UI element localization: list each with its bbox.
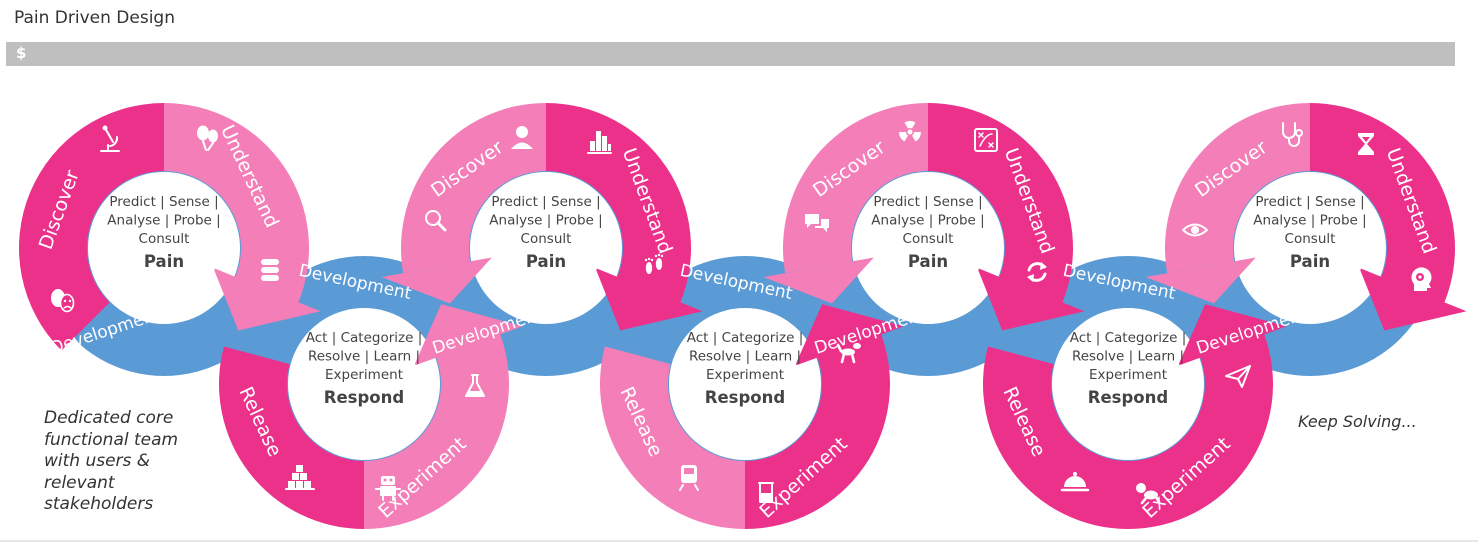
pain-title: Pain	[526, 252, 566, 271]
respond-title: Respond	[1088, 388, 1168, 407]
keep-solving-note: Keep Solving...	[1298, 412, 1417, 431]
pain-line-3: Consult	[521, 231, 572, 247]
microscope-icon	[100, 125, 120, 152]
beaker-icon	[758, 482, 774, 503]
pain-line-2: Analyse | Probe |	[871, 213, 984, 229]
release-segment	[983, 346, 1128, 529]
robot-icon	[375, 476, 401, 501]
team-note: Dedicated core functional team with user…	[44, 408, 179, 514]
discover-segment	[1165, 103, 1310, 274]
respond-cycle-2	[600, 304, 904, 530]
page-title: Pain Driven Design	[14, 8, 176, 28]
respond-center	[1073, 329, 1183, 439]
pain-center-text: Predict | Sense | Analyse | Probe | Consul…	[107, 194, 220, 271]
magnifier-icon	[425, 210, 447, 232]
pain-line-1: Predict | Sense |	[873, 194, 982, 210]
pain-line-2: Analyse | Probe |	[489, 213, 602, 229]
discover-arrowhead	[1145, 257, 1256, 304]
pain-center	[109, 193, 219, 303]
pain-cycle-2	[381, 103, 703, 331]
release-segment	[219, 346, 364, 529]
understand-segment	[164, 103, 321, 331]
respond-center-text: Act | Categorize | Resolve | Learn | Exper…	[306, 330, 423, 407]
discover-segment	[401, 103, 546, 274]
respond-center-text: Act | Categorize | Resolve | Learn | Exper…	[687, 330, 804, 407]
database-icon	[261, 259, 279, 281]
brain-head-icon	[1411, 267, 1432, 291]
pain-cycle-1	[18, 102, 321, 351]
pain-center-text: Predict | Sense | Analyse | Probe | Consul…	[871, 194, 984, 271]
refresh-icon	[1027, 262, 1047, 282]
pain-center	[873, 193, 983, 303]
discover-segment	[18, 102, 164, 351]
dollar-symbol: $	[16, 44, 27, 62]
respond-line-1: Act | Categorize |	[306, 330, 423, 346]
pain-center	[491, 193, 601, 303]
respond-line-3: Experiment	[706, 367, 784, 383]
respond-line-3: Experiment	[325, 367, 403, 383]
pain-title: Pain	[1290, 252, 1330, 271]
pain-line-3: Consult	[139, 231, 190, 247]
discover-arrowhead	[381, 257, 492, 304]
respond-title: Respond	[324, 388, 404, 407]
eye-icon	[1182, 223, 1208, 237]
balloons-icon	[197, 125, 218, 151]
respond-center	[309, 329, 419, 439]
understand-segment	[546, 103, 703, 331]
pain-line-1: Predict | Sense |	[1255, 194, 1364, 210]
pain-line-2: Analyse | Probe |	[1253, 213, 1366, 229]
pain-line-3: Consult	[903, 231, 954, 247]
radiation-icon	[899, 121, 921, 142]
discover-arrowhead	[763, 257, 874, 304]
bar-chart-icon	[587, 131, 612, 154]
pain-line-1: Predict | Sense |	[491, 194, 600, 210]
cloche-icon	[1060, 472, 1090, 492]
experiment-segment	[364, 304, 523, 530]
respond-line-2: Resolve | Learn |	[689, 349, 801, 365]
pain-line-1: Predict | Sense |	[109, 194, 218, 210]
respond-line-2: Resolve | Learn |	[1072, 349, 1184, 365]
theater-masks-icon	[51, 289, 75, 313]
footprints-icon	[644, 253, 664, 274]
pain-line-3: Consult	[1285, 231, 1336, 247]
blocks-icon	[285, 465, 315, 490]
pain-title: Pain	[908, 252, 948, 271]
balloon-dog-icon	[836, 343, 861, 364]
chat-bubbles-icon	[805, 214, 829, 232]
pain-line-2: Analyse | Probe |	[107, 213, 220, 229]
respond-title: Respond	[705, 388, 785, 407]
respond-center-text: Act | Categorize | Resolve | Learn | Exper…	[1070, 330, 1187, 407]
discover-segment	[782, 103, 928, 274]
experiment-segment	[1128, 304, 1287, 530]
paper-plane-icon	[1225, 365, 1251, 388]
train-icon	[679, 465, 699, 491]
pain-center-text: Predict | Sense | Analyse | Probe | Consul…	[1253, 194, 1366, 271]
release-segment	[600, 346, 745, 529]
bottom-divider	[0, 540, 1478, 542]
respond-line-1: Act | Categorize |	[687, 330, 804, 346]
person-icon	[511, 126, 533, 149]
stethoscope-icon	[1282, 122, 1303, 147]
respond-line-2: Resolve | Learn |	[308, 349, 420, 365]
game-plan-icon	[974, 128, 998, 152]
respond-cycle-3	[983, 304, 1287, 530]
flask-icon	[465, 374, 485, 397]
hourglass-icon	[1358, 133, 1374, 155]
respond-line-3: Experiment	[1089, 367, 1167, 383]
pain-center	[1255, 193, 1365, 303]
progress-banner: $	[6, 42, 1455, 66]
experiment-segment	[745, 304, 904, 530]
respond-center	[690, 329, 800, 439]
respond-line-1: Act | Categorize |	[1070, 330, 1187, 346]
pain-center-text: Predict | Sense | Analyse | Probe | Consul…	[489, 194, 602, 271]
baby-icon	[1136, 483, 1161, 505]
respond-cycle-1	[219, 304, 523, 530]
pain-title: Pain	[144, 252, 184, 271]
